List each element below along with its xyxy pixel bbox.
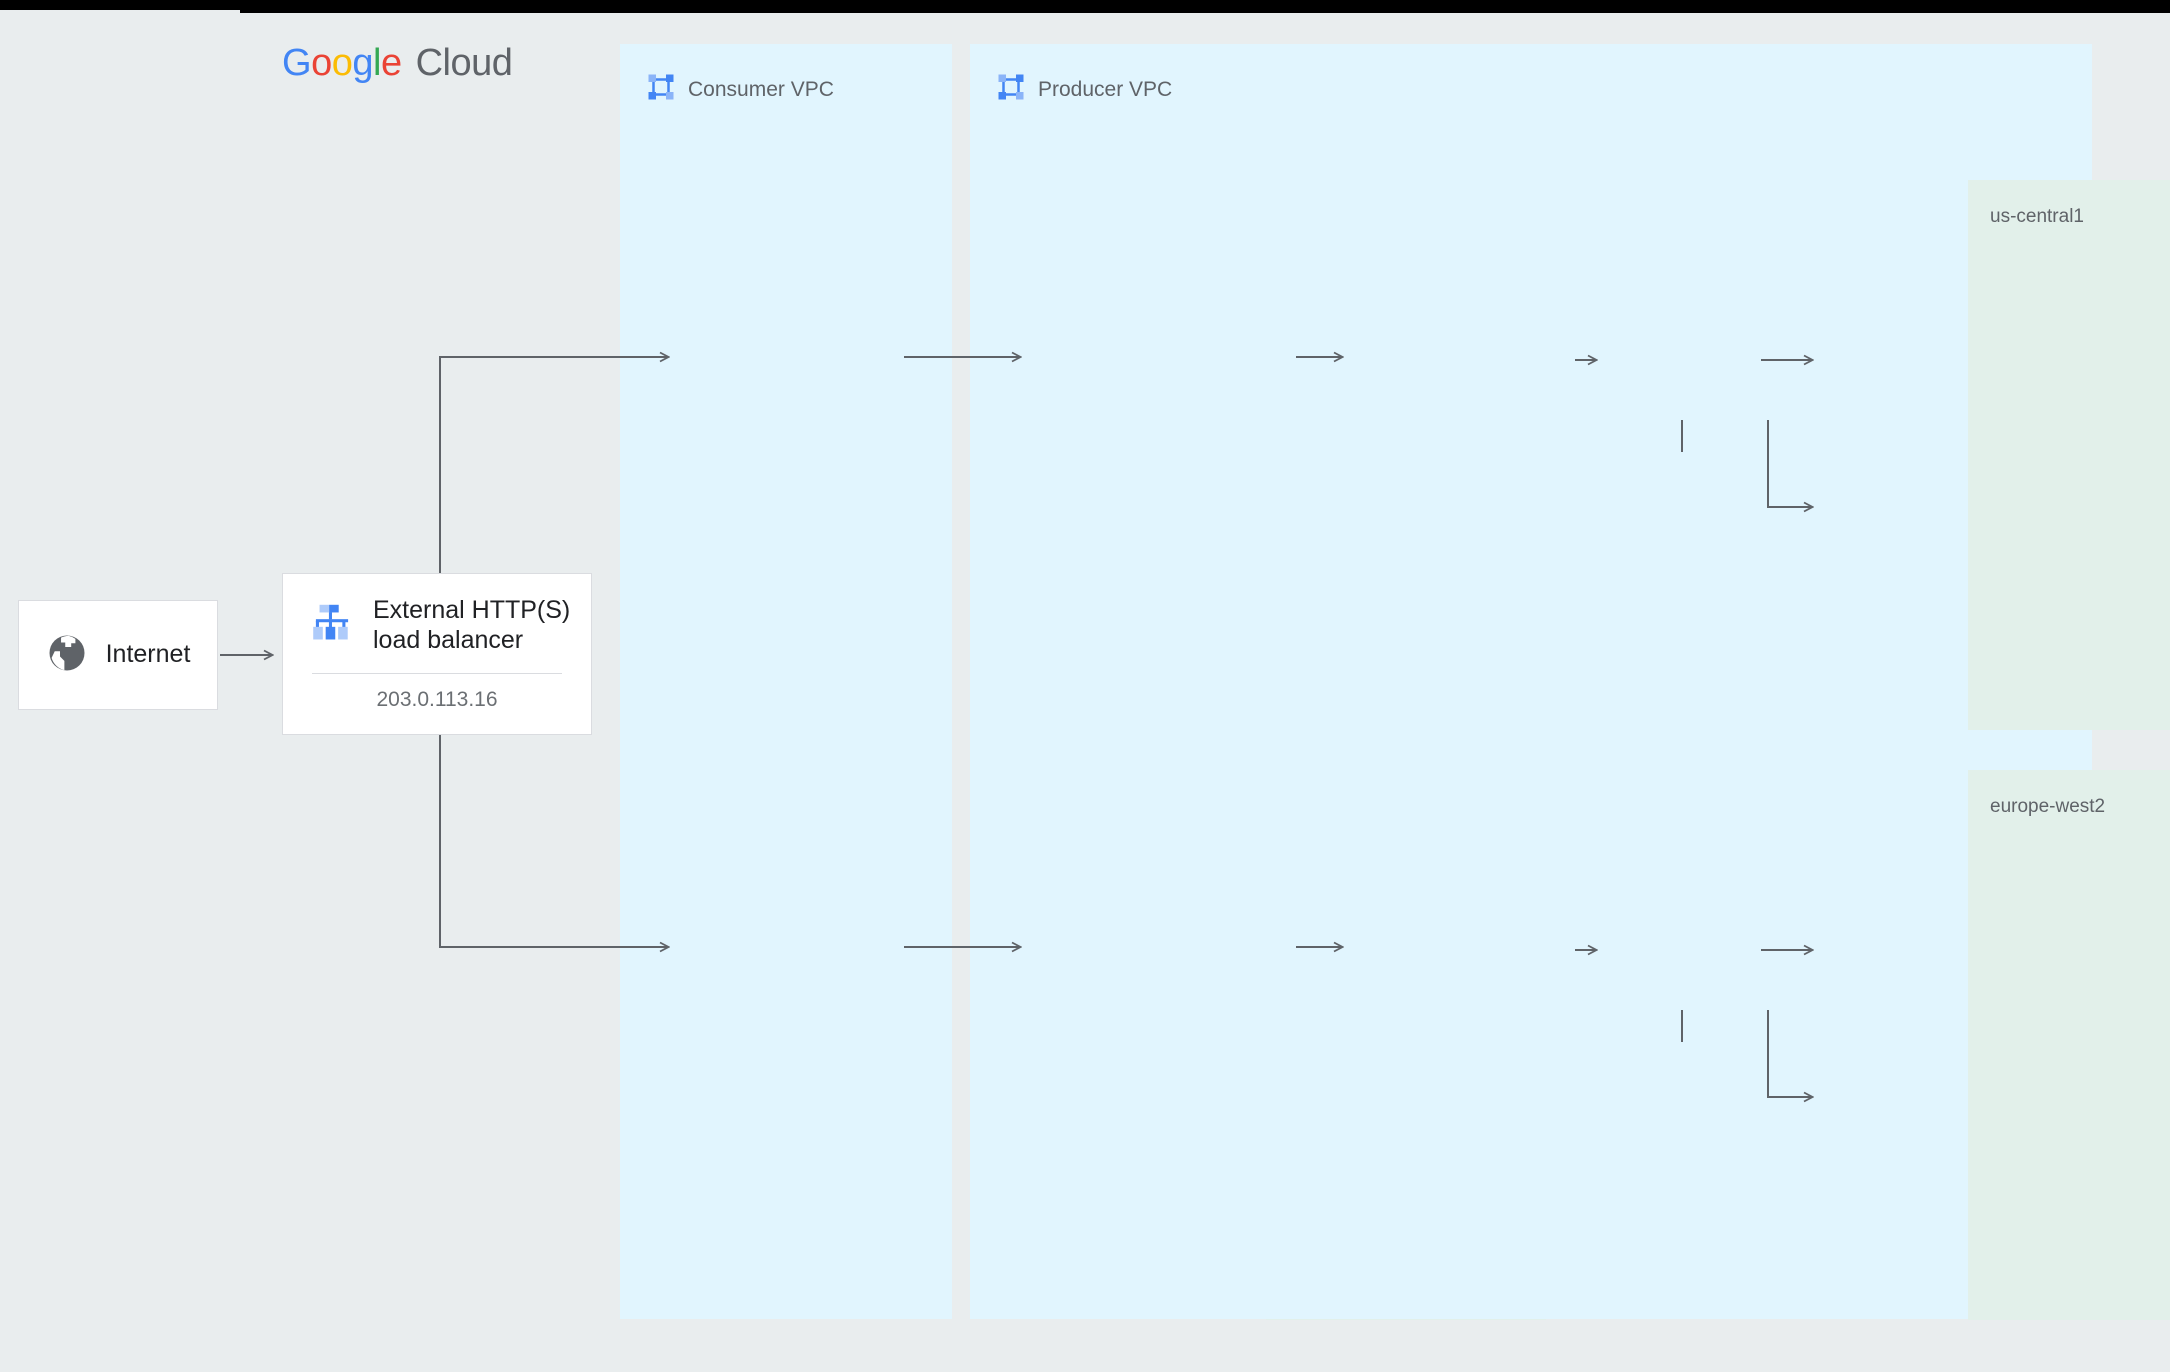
google-cloud-logo: Google Cloud xyxy=(282,42,513,85)
region-producer-europe-west2: europe-west2 Service attachment Name: se… xyxy=(1968,770,2170,1320)
internet-label: Internet xyxy=(105,640,191,669)
logo-letter-g2: g xyxy=(352,42,373,84)
producer-vpc-title: Producer VPC xyxy=(1038,77,1173,101)
internet-box[interactable]: Internet xyxy=(18,600,218,710)
producer-vpc-header: Producer VPC xyxy=(996,72,1172,107)
region-label-producer-us-central1: us-central1 xyxy=(1990,206,2084,227)
region-label-producer-europe-west2: europe-west2 xyxy=(1990,796,2106,817)
globe-icon xyxy=(46,632,88,679)
logo-letter-o2: o xyxy=(331,42,353,84)
consumer-vpc-container: Consumer VPC us-central1 Network endpoin… xyxy=(620,44,2168,1320)
logo-letter-l: l xyxy=(372,42,381,84)
producer-vpc-container: Producer VPC us-central1 Service attachm… xyxy=(970,44,2170,1320)
vpc-icon xyxy=(996,72,1026,107)
load-balancer-icon xyxy=(309,600,355,651)
vpc-icon xyxy=(646,72,676,107)
logo-letter-e: e xyxy=(380,42,402,84)
load-balancer-ip: 203.0.113.16 xyxy=(376,688,498,711)
load-balancer-divider xyxy=(312,673,562,674)
top-black-band-extension xyxy=(240,0,2170,13)
consumer-vpc-title: Consumer VPC xyxy=(688,77,834,101)
consumer-vpc-header: Consumer VPC xyxy=(646,72,834,107)
region-producer-us-central1: us-central1 Service attachment Name: ser… xyxy=(1968,180,2170,730)
logo-letter-o1: o xyxy=(311,42,332,84)
load-balancer-title: External HTTP(S) load balancer xyxy=(373,596,571,654)
logo-word-cloud: Cloud xyxy=(415,42,513,84)
logo-letter-g: G xyxy=(282,42,312,84)
external-http-s-load-balancer-box[interactable]: External HTTP(S) load balancer 203.0.113… xyxy=(282,573,592,735)
